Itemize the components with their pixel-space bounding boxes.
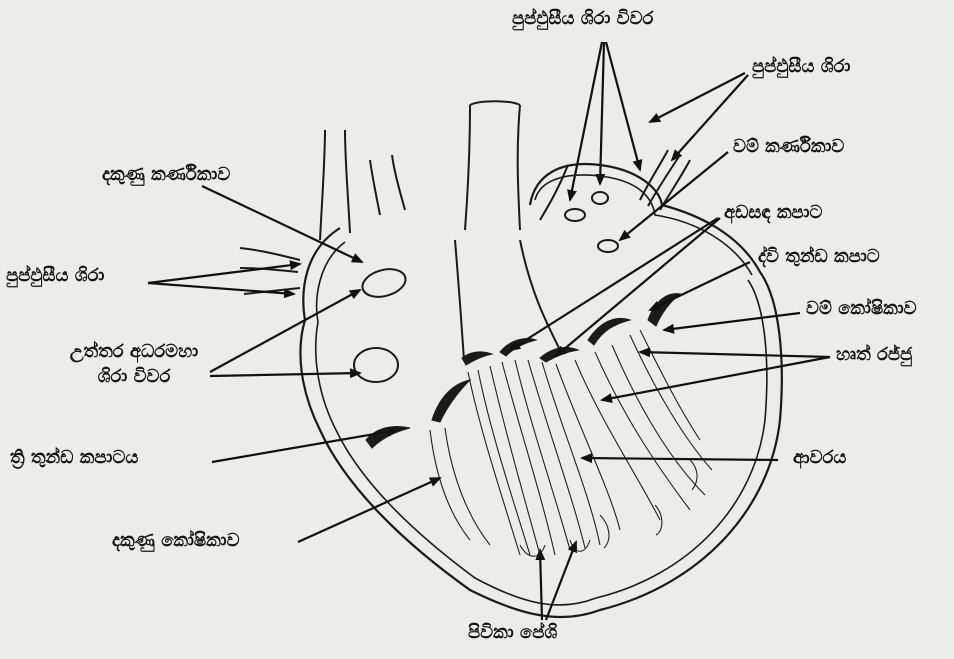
label-bicuspid-valve: ද්වි තුන්ඩ කපාට xyxy=(758,246,880,268)
label-vena-cava-openings-line2: ශිරා විවර xyxy=(54,366,214,388)
label-tricuspid-valve: ත්‍රි තුන්ඩ කපාටය xyxy=(10,447,138,469)
label-semilunar-valve: අඩසඳ කපාට xyxy=(724,202,822,224)
label-right-ventricle: දකුණු කෝෂිකාව xyxy=(112,530,240,552)
label-left-atrium: වම් කර්ණිකාව xyxy=(733,136,844,158)
inner-wall xyxy=(316,175,767,605)
label-left-ventricle: වම් කෝෂිකාව xyxy=(806,298,917,320)
label-right-atrium: දකුණු කර්ණිකාව xyxy=(102,164,230,186)
label-vena-cava-openings-line1: උත්තර අධරමහා xyxy=(54,341,214,363)
label-septum: ආවරය xyxy=(793,447,846,469)
label-papillary-muscles: පිවිකා පේශි xyxy=(468,622,557,644)
heart-outline xyxy=(300,164,781,617)
label-pulmonary-veins-left: පුප්ඵුසීය ශිරා xyxy=(752,56,850,78)
label-pulmonary-vein-openings: පුප්ඵුසීය ශිරා විවර xyxy=(512,8,653,30)
label-chordae-tendineae: හෘත් රජ්ජු xyxy=(836,344,912,366)
label-pulmonary-veins-right: පුප්ඵුසීය ශිරා xyxy=(6,265,104,287)
leader-arrows xyxy=(148,42,830,620)
chordae-lines xyxy=(430,330,712,556)
